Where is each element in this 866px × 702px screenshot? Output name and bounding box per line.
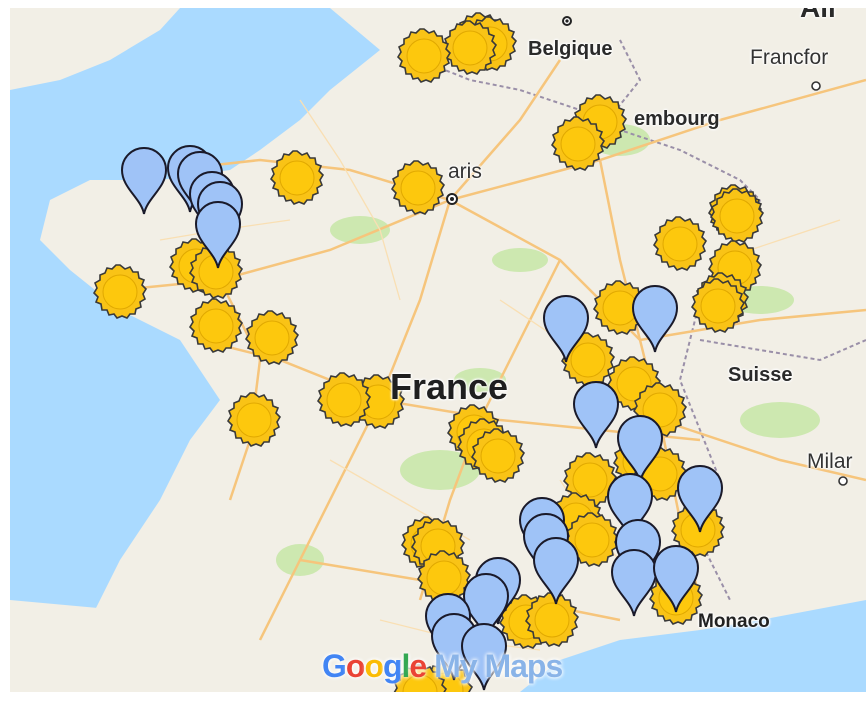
label-belgique: Belgique [528,38,613,60]
label-milan: Milar [807,450,853,473]
label-suisse: Suisse [728,364,793,386]
sea-mediterranean [520,600,866,692]
city-dot-milan [838,476,848,486]
label-france: France [390,366,509,407]
label-frankfurt: Francfor [750,46,829,69]
label-monaco: Monaco [698,611,770,632]
label-luxembourg: embourg [634,108,720,130]
map-viewport[interactable]: Belgique embourg Francfor aris France Su… [10,8,866,692]
google-my-maps-watermark: Google My Maps [322,648,563,684]
label-top-right-partial: All [800,8,836,24]
map-canvas[interactable] [10,8,866,692]
city-dots [446,16,848,486]
land-mainland [40,8,866,692]
city-dot-frankfurt [811,81,821,91]
land-britain [10,8,180,90]
land-spain [10,600,300,692]
label-paris: aris [448,160,482,183]
